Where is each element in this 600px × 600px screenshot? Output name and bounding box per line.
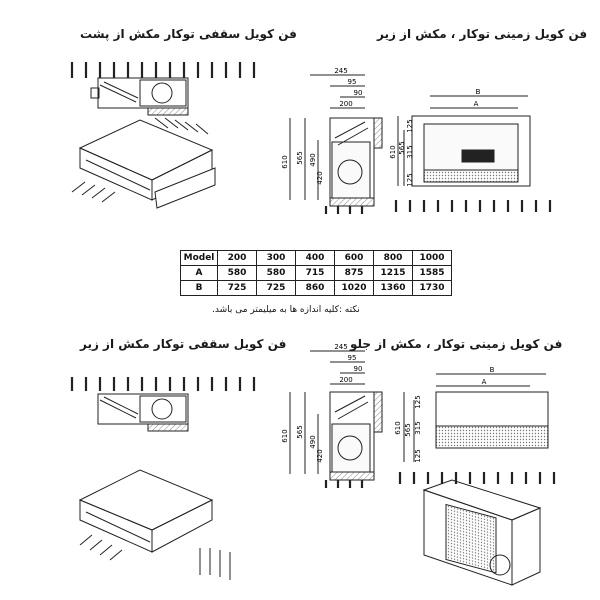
- dim-side-565: 565: [398, 141, 406, 154]
- dim-B-b: B: [490, 366, 495, 374]
- dim-A: A: [474, 100, 479, 108]
- table-cell: 580: [256, 265, 296, 281]
- model-dimension-table: Model 200 300 400 600 800 1000 A 580 580…: [180, 250, 452, 296]
- table-cell: 580: [217, 265, 257, 281]
- ceiling-lines: [70, 62, 256, 78]
- dim-side-125: 125: [406, 119, 414, 132]
- dim-side-610: 610: [389, 145, 397, 158]
- dim-95: 95: [348, 78, 357, 86]
- floor-front-front-drawing: [398, 373, 556, 586]
- table-header-cell: 200: [217, 250, 257, 266]
- table-header-cell: Model: [180, 250, 218, 266]
- ceiling-rear-drawing: [70, 62, 256, 209]
- table-cell: 875: [334, 265, 374, 281]
- table-cell: 725: [256, 280, 296, 296]
- table-row: B 725 725 860 1020 1360 1730: [180, 280, 452, 296]
- table-cell: 860: [295, 280, 335, 296]
- dim-side-565-b: 565: [404, 423, 412, 436]
- dim-side-315: 315: [406, 145, 414, 158]
- dim-90-b: 90: [354, 365, 363, 373]
- table-cell: B: [180, 280, 218, 296]
- dim-420: 420: [316, 171, 324, 184]
- table-row: A 580 580 715 875 1215 1585: [180, 265, 452, 281]
- dim-side-125-c: 125: [414, 395, 422, 408]
- airflow-arrows-in: [71, 117, 209, 203]
- title-floor-front-suction: فن کویل زمینی توکار ، مکش از جلو: [350, 337, 563, 351]
- table-cell: A: [180, 265, 218, 281]
- dim-245: 245: [334, 67, 347, 75]
- dim-200-b: 200: [339, 376, 352, 384]
- dim-side-315-b: 315: [414, 421, 422, 434]
- table-cell: 1730: [412, 280, 452, 296]
- dim-side-125-d: 125: [414, 449, 422, 462]
- dim-565: 565: [296, 151, 304, 164]
- table-header-cell: 600: [334, 250, 374, 266]
- dim-490: 490: [309, 153, 317, 166]
- dim-420-b: 420: [316, 449, 324, 462]
- table-header-row: Model 200 300 400 600 800 1000: [180, 250, 452, 266]
- table-header-cell: 400: [295, 250, 335, 266]
- dim-side-125b: 125: [406, 173, 414, 186]
- floor-front-side-drawing: [289, 350, 383, 488]
- dim-565-b: 565: [296, 425, 304, 438]
- table-header-cell: 800: [373, 250, 413, 266]
- floor-bottom-side-drawing: [289, 74, 383, 214]
- ceiling-bottom-drawing: [70, 377, 256, 580]
- table-cell: 715: [295, 265, 335, 281]
- dim-95-b: 95: [348, 354, 357, 362]
- dim-490-b: 490: [309, 435, 317, 448]
- floor-bottom-front-drawing: [394, 95, 552, 212]
- title-ceiling-bottom-suction: فن کویل سقفی توکار مکش از زیر: [80, 337, 287, 351]
- table-cell: 1020: [334, 280, 374, 296]
- table-cell: 725: [217, 280, 257, 296]
- table-cell: 1360: [373, 280, 413, 296]
- dim-610-b: 610: [281, 429, 289, 442]
- title-floor-bottom-suction: فن کویل زمینی توکار ، مکش از زیر: [377, 27, 588, 41]
- units-note: نکته :کلیه اندازه ها به میلیمتر می باشد.: [212, 305, 360, 315]
- table-header-cell: 300: [256, 250, 296, 266]
- table-header-cell: 1000: [412, 250, 452, 266]
- dim-90: 90: [354, 89, 363, 97]
- table-cell: 1585: [412, 265, 452, 281]
- title-ceiling-rear-suction: فن کویل سقفی توکار مکش از پشت: [80, 27, 297, 41]
- dim-side-610-b: 610: [394, 421, 402, 434]
- dim-245-b: 245: [334, 343, 347, 351]
- table-cell: 1215: [373, 265, 413, 281]
- dim-B: B: [476, 88, 481, 96]
- dim-200: 200: [339, 100, 352, 108]
- dim-610: 610: [281, 155, 289, 168]
- dim-A-b: A: [482, 378, 487, 386]
